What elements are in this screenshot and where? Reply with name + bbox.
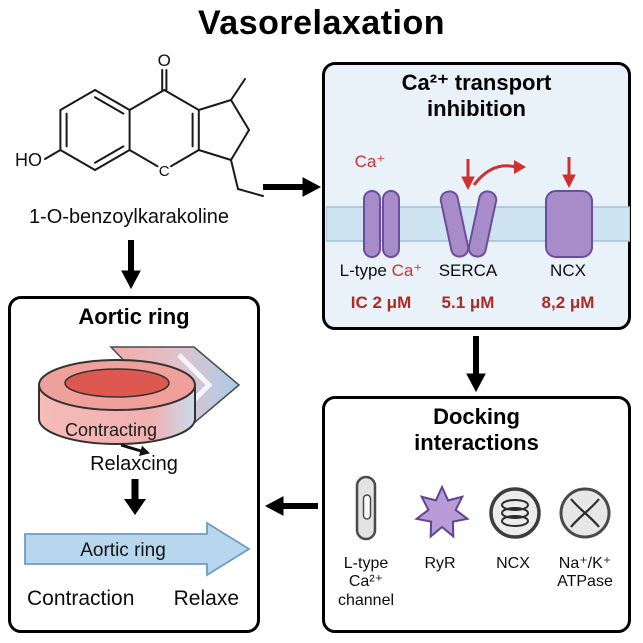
serca-label: SERCA xyxy=(438,261,498,280)
ncx-label: NCX xyxy=(550,261,586,280)
ketone-oxygen-atom: O xyxy=(158,51,171,70)
carbon-atom: C xyxy=(159,163,170,180)
aortic-ring-illustration: Contracting xyxy=(38,346,241,456)
dock-atpase-line1: Na⁺/K⁺ xyxy=(558,555,612,572)
docking-box-title: Docking interactions xyxy=(325,404,628,457)
serca-ic-value: 5.1 μM xyxy=(441,293,495,312)
ncx-icon xyxy=(489,487,541,539)
dock-label-atpase: Na⁺/K⁺ ATPase xyxy=(547,555,623,592)
aortic-ring-arrow-label: Aortic ring xyxy=(80,540,166,561)
hydroxyl-atom: HO xyxy=(15,150,42,170)
arrow-compound-to-aortic-box xyxy=(121,240,141,290)
arrow-ca-box-to-docking-box xyxy=(466,336,486,393)
dock-label-ncx: NCX xyxy=(496,555,530,572)
dock-l-type-line3: channel xyxy=(337,591,395,609)
l-type-channel-shape xyxy=(363,190,400,258)
relaxe-label: Relaxe xyxy=(173,587,239,610)
ethyl-group xyxy=(230,159,264,197)
l-type-channel-label: L-type Ca⁺ xyxy=(331,261,431,281)
docking-title-line2: interactions xyxy=(414,430,539,456)
aortic-bottom-row: Contraction Relaxe xyxy=(11,587,257,611)
serca-inhibition-arrow xyxy=(461,159,475,191)
aortic-ring-box: Aortic ring xyxy=(8,296,260,633)
compound-name: 1-O-benzoylkarakoline xyxy=(28,206,230,228)
page-title: Vasorelaxation xyxy=(197,4,445,42)
ca-box-title-line2: inhibition xyxy=(427,96,526,122)
dock-atpase-line2: ATPase xyxy=(557,573,613,591)
calcium-ion-label: Ca⁺ xyxy=(355,152,386,171)
dock-l-type-line1: L-type xyxy=(343,555,389,572)
dock-label-ryr: RyR xyxy=(424,555,456,572)
relaxing-label: Relaxcing xyxy=(90,453,178,475)
ncx-inhibition-arrow xyxy=(562,157,576,189)
contracting-label: Contracting xyxy=(65,420,157,440)
docking-title-line1: Docking xyxy=(433,404,520,429)
ncx-exchanger-shape xyxy=(545,190,593,258)
relaxing-down-arrow xyxy=(124,479,146,515)
l-type-label-prefix: L-type xyxy=(339,261,392,280)
l-type-channel-icon xyxy=(355,475,377,541)
ca-transport-inhibition-box: Ca²⁺ transport inhibition Ca⁺ xyxy=(322,62,631,330)
methyl-bond xyxy=(230,78,246,101)
ncx-ic-value: 8,2 μM xyxy=(541,293,595,312)
arrow-docking-to-aortic-box xyxy=(264,496,318,516)
na-k-atpase-icon xyxy=(559,487,611,539)
contraction-label: Contraction xyxy=(27,587,135,610)
ryr-icon xyxy=(414,484,470,539)
ca-box-title-line1: Ca²⁺ transport xyxy=(401,70,552,95)
chemical-structure: O HO C xyxy=(15,51,264,197)
l-type-ic-value: IC 2 μM xyxy=(350,293,412,312)
docking-interactions-box: Docking interactions L-type Ca²⁺ xyxy=(322,396,631,633)
dock-label-l-type: L-type Ca²⁺ channel xyxy=(329,555,403,610)
membrane-diagram: Ca⁺ xyxy=(326,152,630,258)
benzene-ring xyxy=(59,89,131,171)
l-type-label-ion: Ca⁺ xyxy=(391,261,423,280)
ca-box-title: Ca²⁺ transport inhibition xyxy=(325,70,628,123)
cyclohexenone-ring xyxy=(128,89,200,168)
serca-pump-shape xyxy=(439,190,498,258)
cyclopentane-ring xyxy=(197,99,250,161)
ketone-group xyxy=(161,69,168,91)
docking-target-icons xyxy=(355,475,611,541)
aortic-ring-shape xyxy=(38,359,196,445)
hydroxyl-bond xyxy=(44,149,62,160)
ring-to-relaxing-arrow xyxy=(120,443,151,456)
aortic-box-title: Aortic ring xyxy=(78,304,190,329)
dock-l-type-line2: Ca²⁺ xyxy=(348,573,384,591)
serca-efflux-curved-arrow xyxy=(472,160,526,186)
relaxed-ring-arrow: Aortic ring xyxy=(24,521,251,577)
